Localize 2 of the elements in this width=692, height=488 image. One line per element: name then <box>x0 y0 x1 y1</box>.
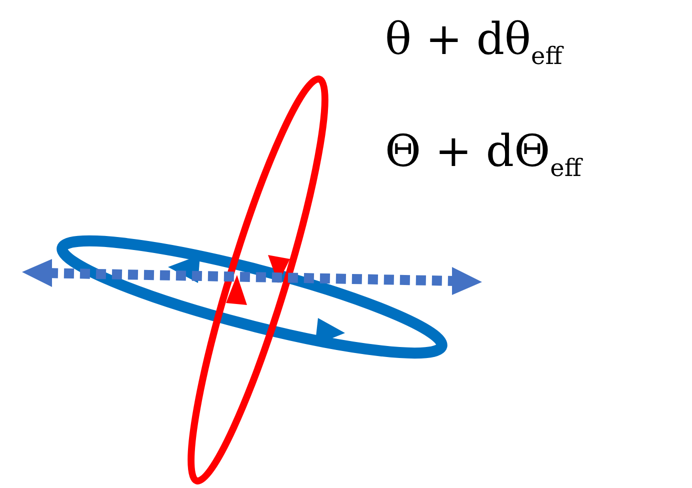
angle-label: Θ + dΘ$_{eff}$ <box>385 130 582 180</box>
angle-label: θ + dθ$_{eff}$ <box>385 18 562 68</box>
